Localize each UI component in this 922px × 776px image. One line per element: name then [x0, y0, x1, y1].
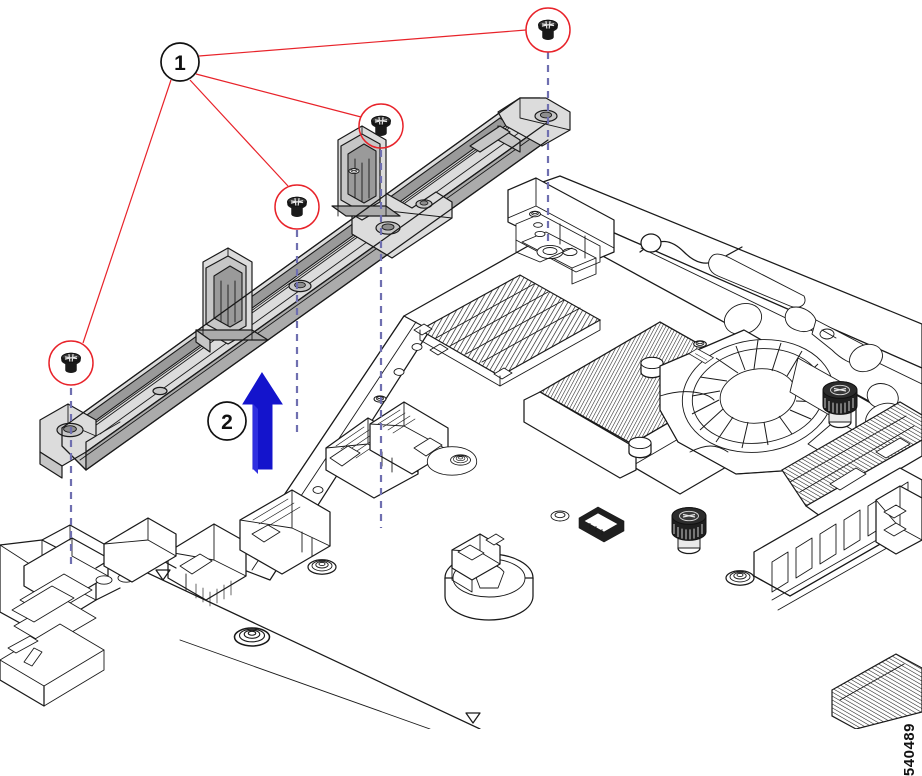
callout-marker-2[interactable]: 2: [207, 401, 247, 441]
diagram-canvas: .ln { fill:none; stroke:#1a1a1a; stroke-…: [0, 7, 922, 729]
air-baffle-bracket[interactable]: [39, 97, 571, 479]
figure-id-label: 540489: [901, 723, 918, 776]
standoff-grommet-4: [426, 446, 478, 476]
leader-to-screw-mid-left: [189, 79, 289, 187]
riser-bracket: [507, 177, 615, 285]
callout-leader-lines: [82, 29, 527, 344]
standoff-grommet-2: [233, 627, 271, 647]
standoff-grommet-3: [725, 570, 755, 586]
dimm-slots: [413, 274, 602, 387]
screw-front-left[interactable]: [48, 340, 94, 386]
leader-to-screw-mid-right: [195, 73, 362, 118]
rear-io-ports: [325, 401, 449, 499]
lift-arrow: [242, 372, 283, 474]
small-header-connector: [578, 506, 625, 543]
motherboard: [0, 175, 922, 729]
network-connector-2: [239, 489, 331, 575]
leader-to-screw-rear-right: [198, 29, 527, 57]
callout-2-number: 2: [221, 411, 233, 434]
baffle-cable-clip-front: [195, 247, 269, 353]
exploded-assembly-illustration: .ln { fill:none; stroke:#1a1a1a; stroke-…: [0, 7, 922, 729]
network-connector: [167, 523, 247, 607]
screw-mid-left[interactable]: [274, 184, 320, 230]
orientation-triangle-marker-2: [465, 712, 481, 724]
baffle-cable-clip-rear: [331, 125, 401, 221]
lower-fin-block: [831, 653, 922, 729]
pcie-slot: [781, 401, 922, 517]
cmos-battery: [444, 533, 534, 621]
screw-mid-right[interactable]: [358, 103, 404, 149]
alignment-dashed-lines: [69, 52, 550, 566]
standoff-grommet-1: [307, 559, 337, 575]
board-eyelet-inner: [554, 511, 566, 519]
side-bracket: [875, 485, 922, 555]
callout-1-number: 1: [174, 52, 186, 75]
orientation-triangle-marker: [155, 569, 171, 581]
leader-to-screw-front-left: [82, 79, 172, 344]
callout-marker-1[interactable]: 1: [160, 42, 200, 82]
system-fan: [659, 329, 857, 475]
